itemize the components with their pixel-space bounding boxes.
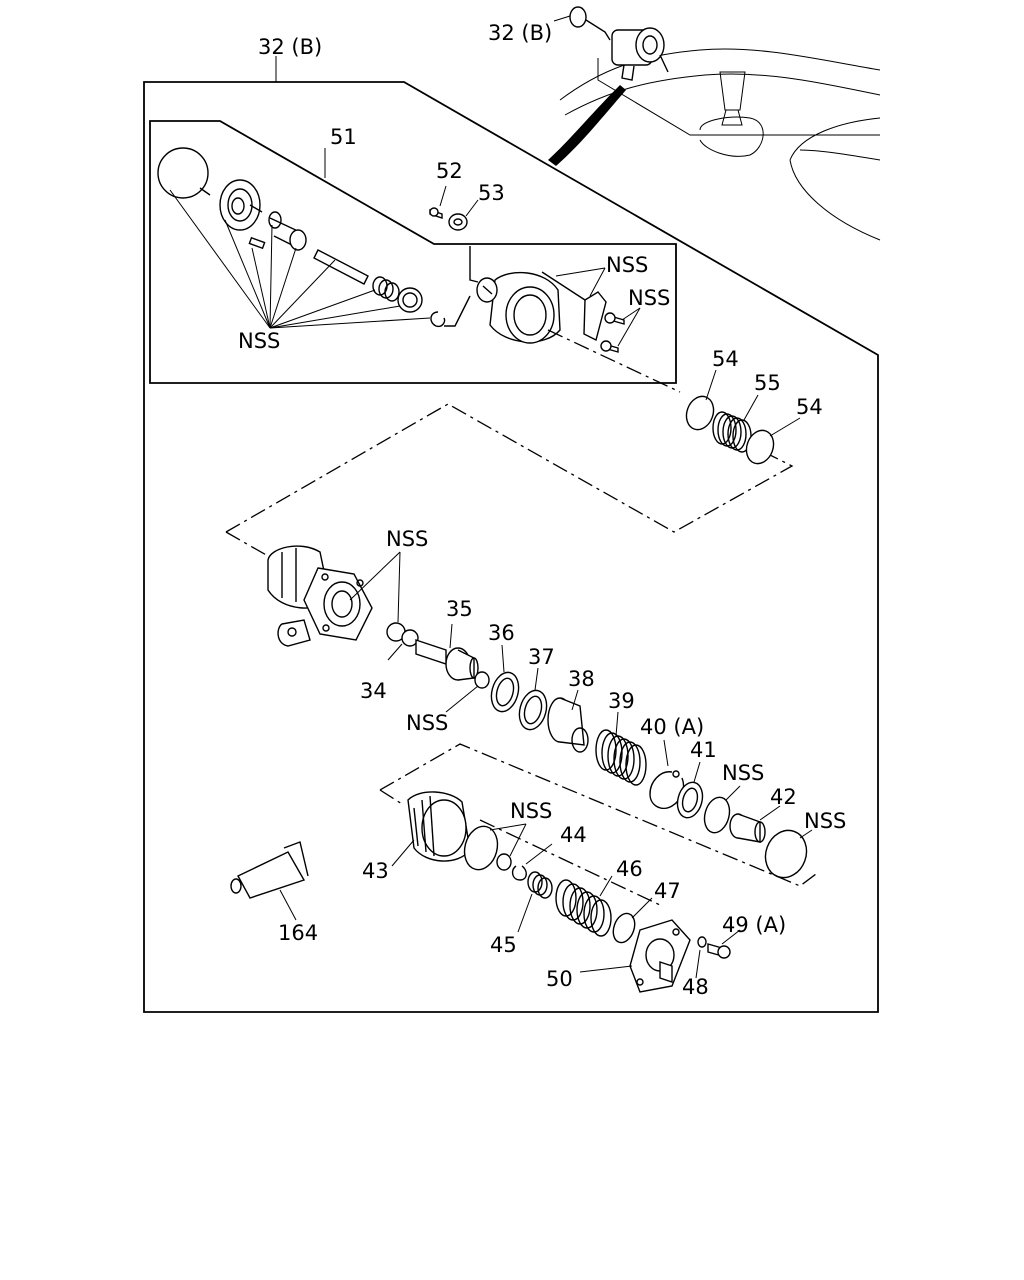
label-49a: 49 (A) [722,913,786,937]
label-nss-inner-parts: NSS [238,329,280,353]
subassembly-51-parts [157,147,641,353]
label-52: 52 [436,159,463,183]
label-nss-rod: NSS [406,711,448,735]
part-number-labels: 32 (B) 32 (B) 51 52 53 NSS NSS NSS 54 55… [238,21,846,999]
grease-tube-164 [230,841,309,921]
label-nss-body: NSS [386,527,428,551]
label-nss-ring: NSS [722,761,764,785]
parts-54-55 [685,369,801,465]
label-47: 47 [654,879,681,903]
label-53: 53 [478,181,505,205]
label-54-left: 54 [712,347,739,371]
label-46: 46 [616,857,643,881]
label-55: 55 [754,371,781,395]
label-44: 44 [560,823,587,847]
label-34: 34 [360,679,387,703]
label-nss-big-ring: NSS [804,809,846,833]
cylinder-body-group [267,545,813,879]
label-41: 41 [690,738,717,762]
label-36: 36 [488,621,515,645]
vehicle-context-illustration [548,6,881,241]
subassembly-51-box [149,120,677,384]
label-nss-housing: NSS [606,253,648,277]
label-48: 48 [682,975,709,999]
lower-parts-group [391,791,741,993]
label-51: 51 [330,125,357,149]
label-45: 45 [490,933,517,957]
label-39: 39 [608,689,635,713]
label-42: 42 [770,785,797,809]
label-37: 37 [528,645,555,669]
main-assembly-frame [143,56,879,1013]
label-164: 164 [278,921,318,945]
label-43: 43 [362,859,389,883]
label-40a: 40 (A) [640,715,704,739]
label-50: 50 [546,967,573,991]
label-38: 38 [568,667,595,691]
label-32b-frame: 32 (B) [258,35,322,59]
label-32b-vehicle: 32 (B) [488,21,552,45]
label-35: 35 [446,597,473,621]
label-nss-lower: NSS [510,799,552,823]
label-54-right: 54 [796,395,823,419]
label-nss-screws: NSS [628,286,670,310]
assembly-guide-lines [225,329,817,906]
